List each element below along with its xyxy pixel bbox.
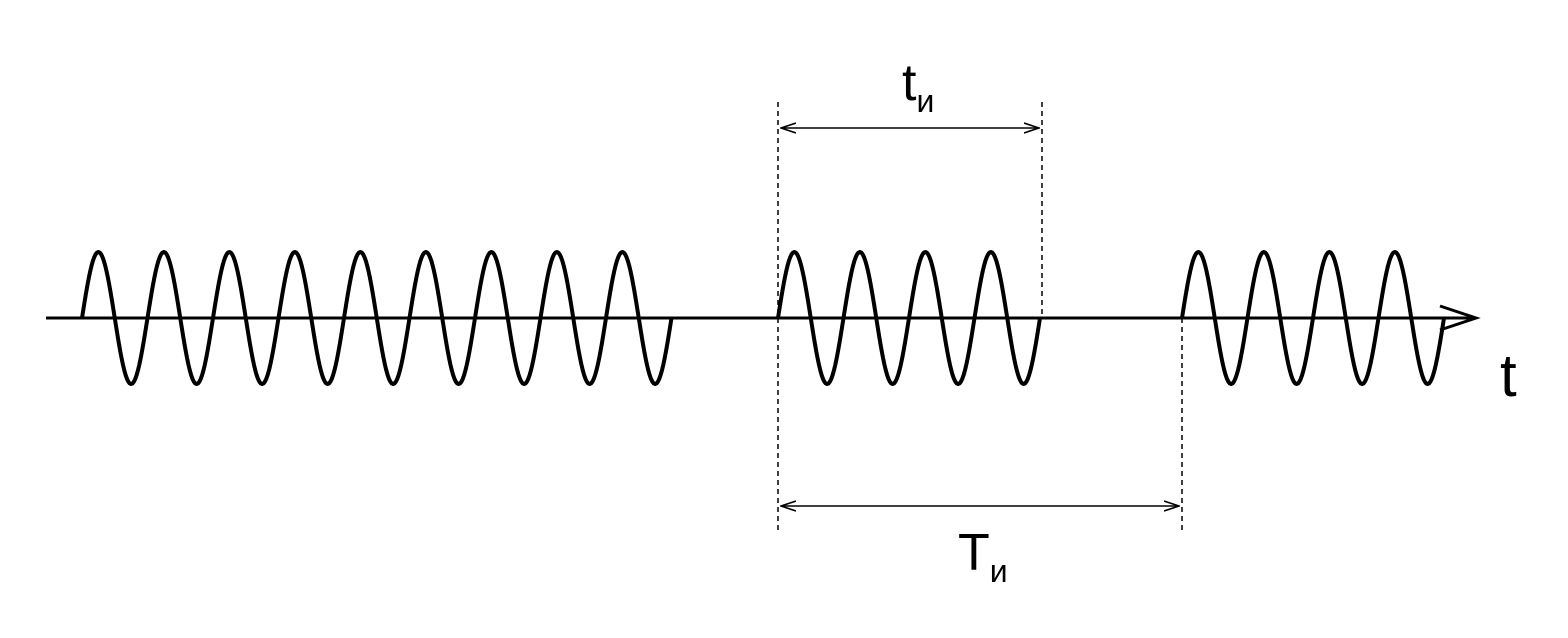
pulse-width-label: tи xyxy=(902,54,934,119)
burst-1-wave xyxy=(80,250,674,386)
period-label: Tи xyxy=(958,524,1008,589)
time-axis-arrowhead xyxy=(1439,304,1481,332)
burst-3-wave xyxy=(1180,250,1446,386)
time-axis-label: t xyxy=(1500,342,1517,409)
burst-2-wave xyxy=(776,250,1042,386)
